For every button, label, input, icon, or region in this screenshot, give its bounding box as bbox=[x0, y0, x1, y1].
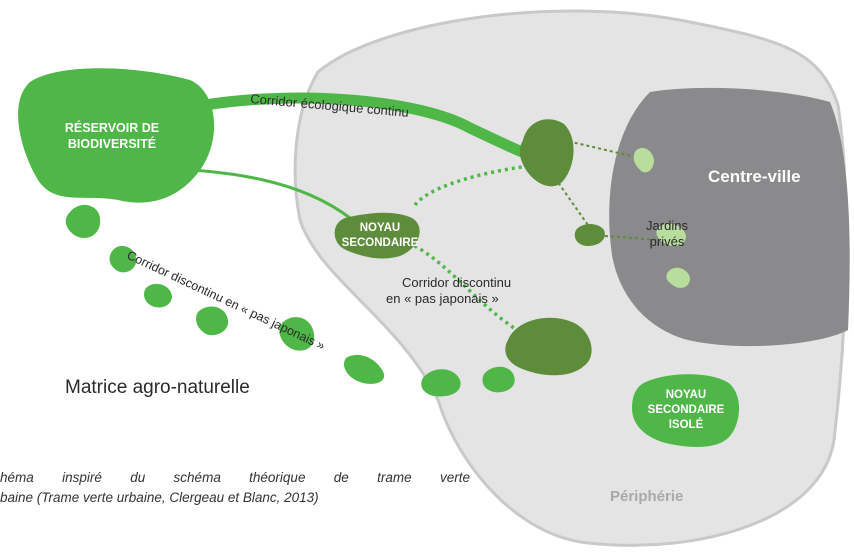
jardin-prive-patch bbox=[633, 147, 654, 173]
stepping-stone-patch bbox=[109, 245, 137, 273]
dotted-corridor-noyau-to-patch bbox=[413, 163, 539, 207]
stepping-stone-patch bbox=[65, 204, 101, 238]
noyau-isole-label-line1: NOYAU bbox=[666, 389, 706, 401]
matrice-label: Matrice agro-naturelle bbox=[65, 377, 250, 398]
stepping-stone-patch bbox=[196, 306, 229, 336]
dotted-corridor-patch-to-jardin bbox=[562, 139, 641, 159]
noyau-label-line2: SECONDAIRE bbox=[342, 237, 419, 249]
centre-ville-zone bbox=[609, 87, 850, 347]
reservoir-biodiversite-blob bbox=[18, 68, 215, 203]
centre-ville-label: Centre-ville bbox=[708, 167, 801, 186]
caption-line1: héma inspiré du schéma théorique de tram… bbox=[0, 470, 470, 485]
stepping-stone-patch bbox=[144, 283, 172, 308]
jardin-prive-patch bbox=[666, 267, 690, 288]
noyau-secondaire-blob bbox=[334, 212, 420, 259]
noyau-isole-label-line2: SECONDAIRE bbox=[648, 404, 725, 416]
reservoir-label-line1: RÉSERVOIR DE bbox=[65, 120, 159, 135]
noyau-isole-blob bbox=[632, 374, 740, 447]
corridor-discontinu-label-line2: en « pas japonais » bbox=[386, 291, 499, 306]
stepping-stone-patch bbox=[482, 366, 515, 393]
stepping-stone-patch bbox=[279, 317, 315, 351]
stepping-stone-patch bbox=[421, 369, 461, 397]
green-patch-small bbox=[574, 224, 605, 246]
caption-line2: baine (Trame verte urbaine, Clergeau et … bbox=[0, 490, 319, 505]
corridor-continu-band bbox=[199, 92, 544, 164]
green-patch bbox=[519, 119, 574, 187]
corridor-discontinu-label-line1: Corridor discontinu bbox=[402, 275, 511, 290]
dotted-corridor-patch-to-small bbox=[554, 177, 591, 229]
reservoir-label-line2: BIODIVERSITÉ bbox=[68, 136, 156, 151]
green-patch-large bbox=[505, 317, 592, 376]
jardins-label-line2: privés bbox=[650, 234, 685, 249]
jardins-label-line1: Jardins bbox=[646, 218, 688, 233]
jardin-prive-patch bbox=[656, 223, 686, 246]
noyau-label-line1: NOYAU bbox=[360, 222, 400, 234]
peripherie-label: Périphérie bbox=[610, 488, 683, 505]
stepping-stone-patch bbox=[343, 354, 385, 384]
figure-caption: héma inspiré du schéma théorique de tram… bbox=[0, 468, 470, 508]
noyau-isole-label-line3: ISOLÉ bbox=[669, 418, 704, 431]
